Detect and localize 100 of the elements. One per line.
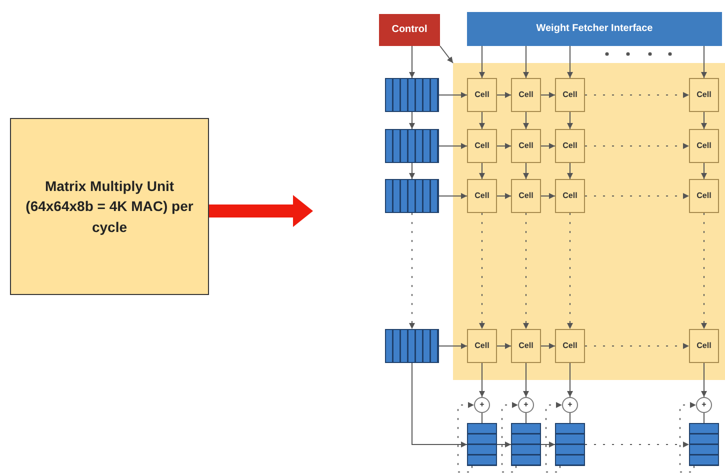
arrow bbox=[479, 112, 485, 130]
box-label: Matrix Multiply Unit (64x64x8b = 4K MAC) per cycle bbox=[24, 177, 194, 237]
cell-label: Cell bbox=[696, 89, 712, 101]
array-region bbox=[453, 63, 725, 380]
cell-label: Cell bbox=[562, 140, 578, 152]
cell-label: Cell bbox=[474, 140, 490, 152]
cell-label: Cell bbox=[562, 89, 578, 101]
arrow bbox=[438, 143, 468, 149]
arrow bbox=[409, 46, 415, 78]
cell-box bbox=[555, 78, 585, 112]
cell-box bbox=[689, 179, 719, 213]
arrow bbox=[479, 162, 485, 180]
arrow bbox=[496, 343, 512, 349]
arrow bbox=[438, 92, 468, 98]
adder-circle bbox=[518, 397, 534, 413]
cell-label: Cell bbox=[562, 190, 578, 202]
arrow bbox=[523, 46, 529, 78]
arrow bbox=[523, 212, 529, 330]
arrow bbox=[567, 212, 573, 330]
cell-label: Cell bbox=[474, 340, 490, 352]
cell-label: Cell bbox=[696, 140, 712, 152]
arrow bbox=[584, 143, 690, 149]
arrow bbox=[701, 112, 707, 130]
input-fifo bbox=[385, 179, 439, 213]
arrow bbox=[567, 362, 573, 398]
arrow bbox=[496, 193, 512, 199]
arrow bbox=[523, 162, 529, 180]
arrow bbox=[502, 402, 518, 472]
arrow bbox=[496, 92, 512, 98]
arrow bbox=[567, 46, 573, 78]
arrow bbox=[540, 343, 556, 349]
big-arrow bbox=[209, 195, 313, 227]
plus-sign: + bbox=[524, 399, 528, 411]
arrow bbox=[412, 362, 468, 448]
arrow bbox=[479, 212, 485, 330]
cell-label: Cell bbox=[518, 89, 534, 101]
arrow bbox=[523, 362, 529, 398]
arrow bbox=[584, 343, 690, 349]
box-label: Control bbox=[392, 22, 428, 37]
cell-box bbox=[511, 78, 541, 112]
arrow bbox=[584, 442, 690, 448]
cell-box bbox=[511, 329, 541, 363]
cell-box bbox=[689, 78, 719, 112]
arrow bbox=[438, 193, 468, 199]
process-box bbox=[10, 118, 209, 295]
input-fifo bbox=[385, 129, 439, 163]
cell-box bbox=[511, 179, 541, 213]
arrow bbox=[540, 92, 556, 98]
arrow bbox=[540, 193, 556, 199]
cell-label: Cell bbox=[474, 89, 490, 101]
cell-box bbox=[467, 179, 497, 213]
cell-label: Cell bbox=[518, 340, 534, 352]
cell-box bbox=[689, 129, 719, 163]
cell-label: Cell bbox=[696, 190, 712, 202]
arrow bbox=[409, 162, 415, 180]
arrow bbox=[496, 143, 512, 149]
adder-circle bbox=[696, 397, 712, 413]
plus-sign: + bbox=[480, 399, 484, 411]
input-fifo bbox=[385, 78, 439, 112]
arrow bbox=[584, 193, 690, 199]
cell-label: Cell bbox=[696, 340, 712, 352]
cell-box bbox=[555, 329, 585, 363]
accumulator-register bbox=[555, 423, 585, 466]
arrow bbox=[567, 162, 573, 180]
adder-circle bbox=[562, 397, 578, 413]
arrow bbox=[701, 162, 707, 180]
plus-sign: + bbox=[702, 399, 706, 411]
arrow bbox=[409, 112, 415, 130]
arrow bbox=[540, 143, 556, 149]
cell-box bbox=[555, 129, 585, 163]
adder-circle bbox=[474, 397, 490, 413]
box-label: Weight Fetcher Interface bbox=[536, 22, 653, 36]
arrow bbox=[479, 46, 485, 78]
cell-label: Cell bbox=[474, 190, 490, 202]
arrow bbox=[438, 343, 468, 349]
arrow bbox=[540, 442, 556, 448]
arrow bbox=[496, 442, 512, 448]
arrow bbox=[523, 112, 529, 130]
arrow bbox=[458, 402, 474, 472]
arrow bbox=[701, 46, 707, 78]
cell-box bbox=[467, 78, 497, 112]
cell-label: Cell bbox=[562, 340, 578, 352]
cell-box bbox=[467, 129, 497, 163]
arrow bbox=[680, 402, 696, 472]
arrow bbox=[701, 362, 707, 398]
cell-box bbox=[689, 329, 719, 363]
cell-box bbox=[555, 179, 585, 213]
plus-sign: + bbox=[568, 399, 572, 411]
interface-bar bbox=[467, 12, 722, 46]
cell-box bbox=[467, 329, 497, 363]
control-box bbox=[379, 14, 440, 46]
accumulator-register bbox=[467, 423, 497, 466]
accumulator-register bbox=[689, 423, 719, 466]
arrow bbox=[567, 112, 573, 130]
arrow bbox=[479, 362, 485, 398]
cell-box bbox=[511, 129, 541, 163]
input-fifo bbox=[385, 329, 439, 363]
cell-label: Cell bbox=[518, 190, 534, 202]
arrow bbox=[584, 92, 690, 98]
arrow bbox=[701, 212, 707, 330]
